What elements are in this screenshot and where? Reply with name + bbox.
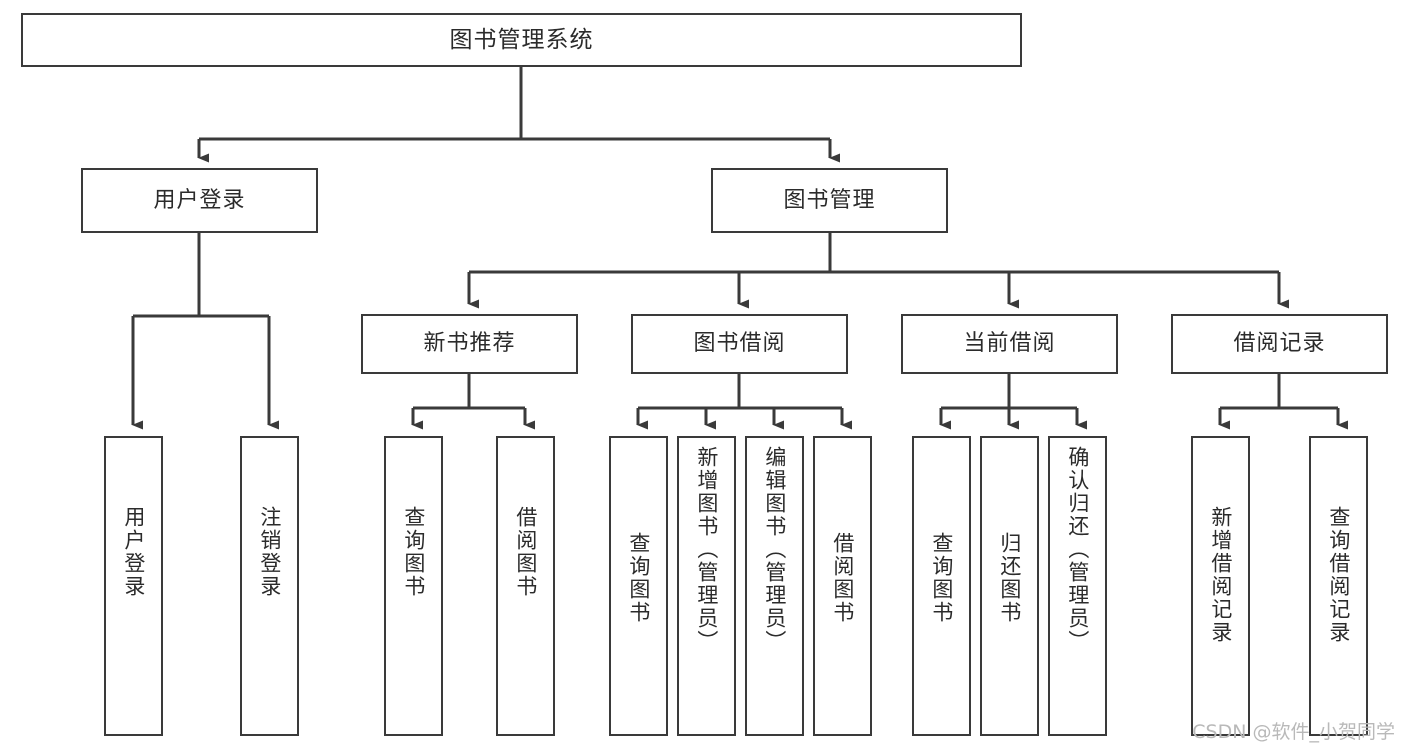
node-leaf-borrow-book[interactable]: 借阅图书: [813, 436, 872, 736]
node-label: 新书推荐: [423, 331, 516, 357]
node-leaf-query-book-borrow[interactable]: 查询图书: [609, 436, 668, 736]
node-label: 图书借阅: [693, 331, 786, 357]
node-leaf-logout[interactable]: 注销登录: [240, 436, 299, 736]
node-label: 新增借阅记录: [1208, 506, 1233, 644]
node-leaf-borrow-book-recommend[interactable]: 借阅图书: [496, 436, 555, 736]
node-label: 当前借阅: [963, 331, 1056, 357]
csdn-watermark: CSDN @软件_小贺同学: [1192, 721, 1395, 743]
node-current-borrow[interactable]: 当前借阅: [901, 314, 1118, 374]
node-label: 编辑图书（管理员）: [762, 446, 787, 653]
node-leaf-add-borrow-record[interactable]: 新增借阅记录: [1191, 436, 1250, 736]
node-label: 查询图书: [929, 532, 954, 624]
node-leaf-confirm-return-admin[interactable]: 确认归还（管理员）: [1048, 436, 1107, 736]
node-leaf-return-book[interactable]: 归还图书: [980, 436, 1039, 736]
node-new-book-recommend[interactable]: 新书推荐: [361, 314, 578, 374]
node-label: 用户登录: [153, 187, 246, 213]
node-label: 查询借阅记录: [1326, 506, 1351, 644]
node-leaf-user-login[interactable]: 用户登录: [104, 436, 163, 736]
node-root-book-management-system[interactable]: 图书管理系统: [21, 13, 1022, 67]
node-leaf-add-book-admin[interactable]: 新增图书（管理员）: [677, 436, 736, 736]
node-label: 新增图书（管理员）: [694, 446, 719, 653]
node-label: 注销登录: [257, 506, 282, 598]
node-label: 查询图书: [626, 532, 651, 624]
node-label: 归还图书: [997, 532, 1022, 624]
node-leaf-query-borrow-record[interactable]: 查询借阅记录: [1309, 436, 1368, 736]
node-label: 图书管理系统: [449, 26, 594, 53]
node-label: 查询图书: [401, 506, 426, 598]
node-label: 借阅图书: [830, 532, 855, 624]
node-borrow-record[interactable]: 借阅记录: [1171, 314, 1388, 374]
node-book-management[interactable]: 图书管理: [711, 168, 948, 233]
node-label: 图书管理: [783, 187, 876, 213]
node-label: 借阅记录: [1233, 331, 1326, 357]
node-leaf-query-book-current[interactable]: 查询图书: [912, 436, 971, 736]
node-leaf-query-book-recommend[interactable]: 查询图书: [384, 436, 443, 736]
node-label: 用户登录: [121, 506, 146, 598]
node-book-borrow[interactable]: 图书借阅: [631, 314, 848, 374]
node-user-login[interactable]: 用户登录: [81, 168, 318, 233]
node-leaf-edit-book-admin[interactable]: 编辑图书（管理员）: [745, 436, 804, 736]
node-label: 确认归还（管理员）: [1065, 446, 1090, 653]
node-label: 借阅图书: [513, 506, 538, 598]
